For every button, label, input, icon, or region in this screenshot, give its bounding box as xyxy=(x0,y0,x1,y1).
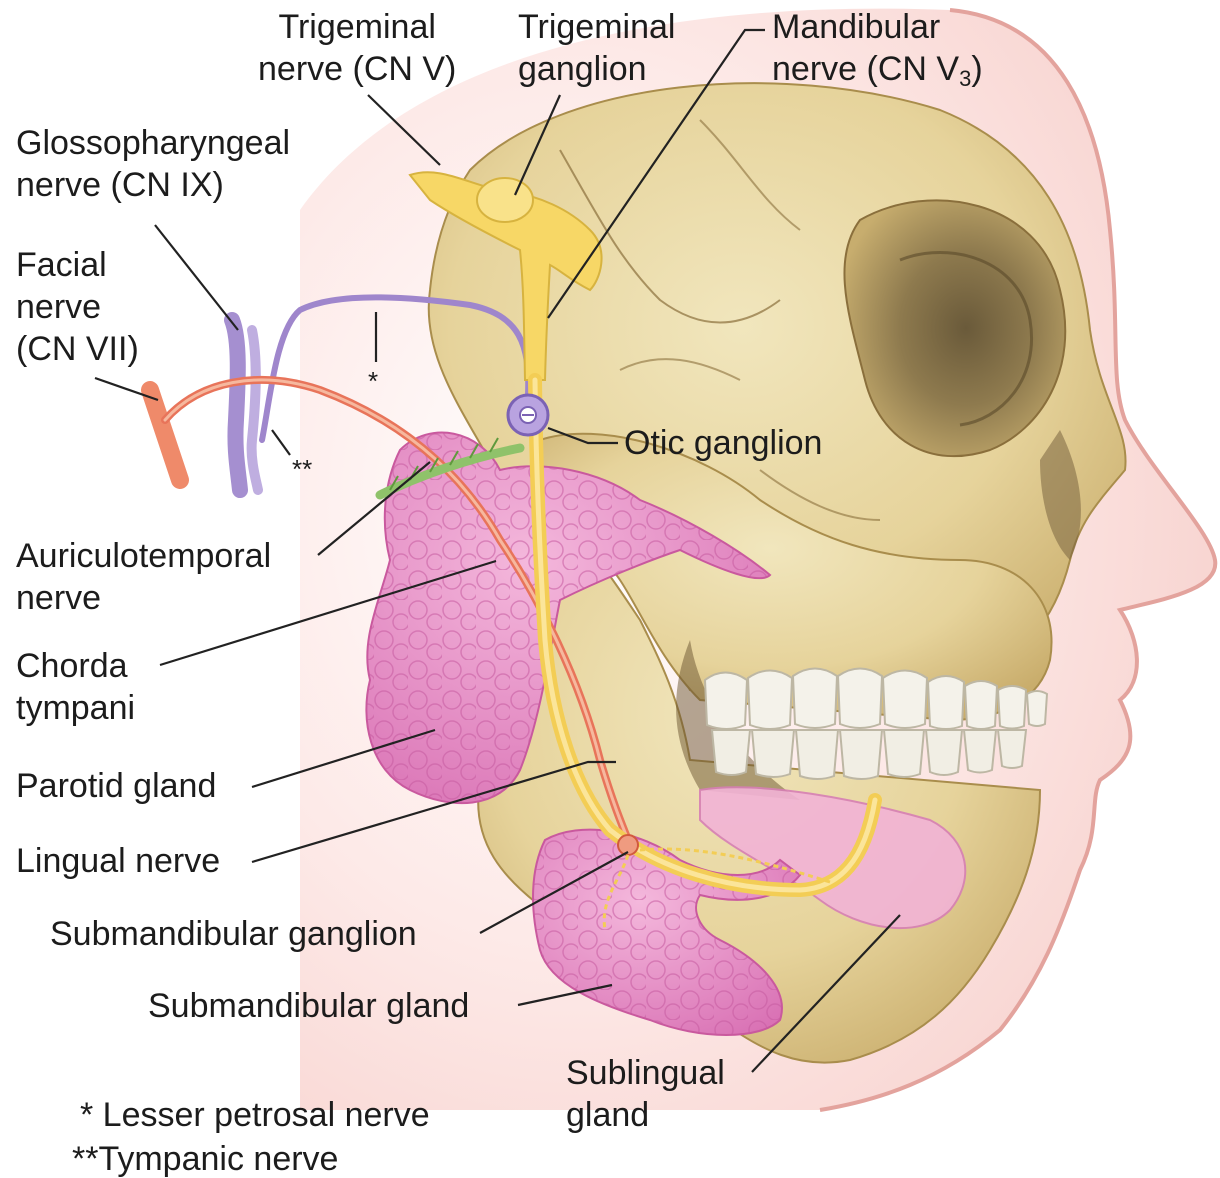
trigeminal-ganglion xyxy=(477,178,533,222)
label-otic-ganglion: Otic ganglion xyxy=(624,422,822,464)
footnote-lesser-petrosal: * Lesser petrosal nerve xyxy=(80,1094,430,1136)
label-submandibular-ganglion: Submandibular ganglion xyxy=(50,913,417,955)
glossopharyngeal-nerve xyxy=(232,320,240,490)
label-trigeminal-ganglion: Trigeminal ganglion xyxy=(518,6,675,90)
footnote-tympanic: **Tympanic nerve xyxy=(72,1138,338,1178)
label-tympanic-marker: ** xyxy=(292,448,312,490)
label-chorda-tympani: Chorda tympani xyxy=(16,645,135,729)
label-parotid-gland: Parotid gland xyxy=(16,765,216,807)
label-lingual-nerve: Lingual nerve xyxy=(16,840,220,882)
label-lesser-petrosal-marker: * xyxy=(368,360,378,402)
lower-teeth xyxy=(712,730,1026,779)
label-auriculotemporal-nerve: Auriculotemporal nerve xyxy=(16,535,271,619)
label-submandibular-gland: Submandibular gland xyxy=(148,985,469,1027)
label-glossopharyngeal-nerve: Glossopharyngeal nerve (CN IX) xyxy=(16,122,290,206)
label-trigeminal-nerve: Trigeminal nerve (CN V) xyxy=(258,6,456,90)
label-mandibular-nerve: Mandibular nerve (CN V3) xyxy=(772,6,983,100)
label-sublingual-gland: Sublingual gland xyxy=(566,1052,725,1136)
label-facial-nerve: Facial nerve (CN VII) xyxy=(16,244,139,370)
facial-nerve xyxy=(150,390,180,480)
